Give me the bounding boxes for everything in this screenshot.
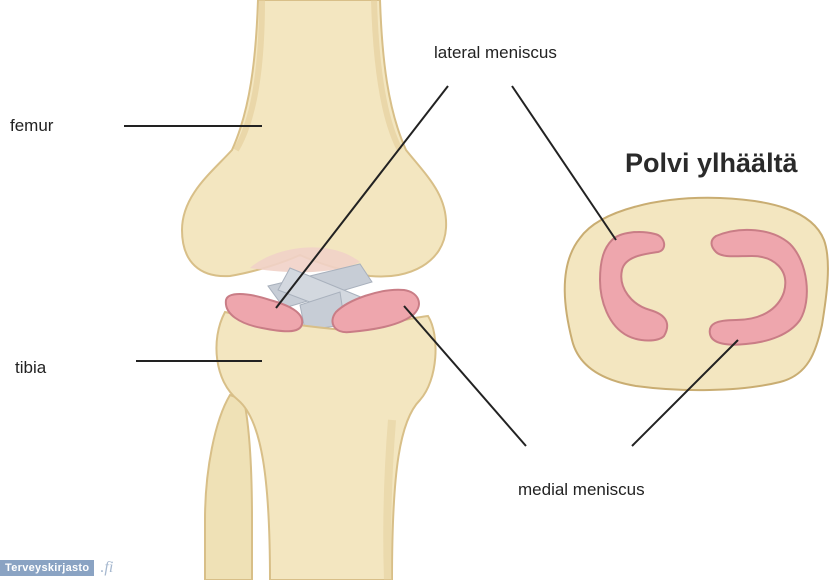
watermark-logo: Terveyskirjasto .fi (0, 556, 113, 580)
label-tibia: tibia (15, 358, 46, 378)
top-view-knee (565, 198, 828, 390)
label-femur: femur (10, 116, 53, 136)
label-lateral-meniscus: lateral meniscus (434, 43, 557, 63)
watermark-suffix: .fi (100, 559, 113, 577)
watermark-brand: Terveyskirjasto (0, 560, 94, 576)
label-medial-meniscus: medial meniscus (518, 480, 645, 500)
tibia-bone (205, 312, 436, 580)
leader-line-lateral-top (512, 86, 616, 240)
top-view-title: Polvi ylhäältä (625, 148, 798, 179)
